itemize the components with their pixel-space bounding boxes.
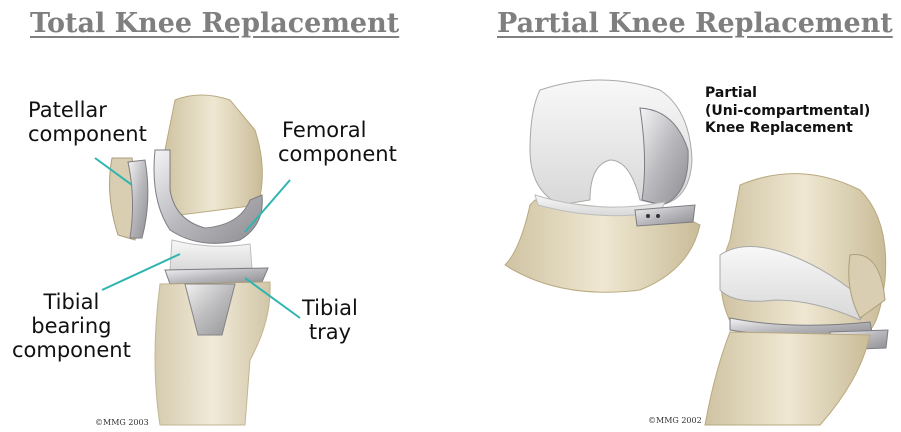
tibial-bearing-component-label: Tibial bearing component (12, 290, 131, 362)
femoral-component-label: Femoral component (278, 118, 397, 166)
right-copyright: ©MMG 2002 (648, 416, 702, 425)
patellar-component-label: Patellar component (28, 98, 147, 146)
femur-bone (164, 95, 262, 215)
left-copyright: ©MMG 2003 (95, 418, 149, 427)
tibial-bearing-shape (170, 240, 252, 270)
partial-knee-caption: Partial (Uni-compartmental) Knee Replace… (705, 85, 870, 138)
tibial-tray-label: Tibial tray (302, 296, 358, 344)
tibial-tray-shape (165, 268, 268, 284)
lower-tibia-bone (705, 332, 870, 425)
